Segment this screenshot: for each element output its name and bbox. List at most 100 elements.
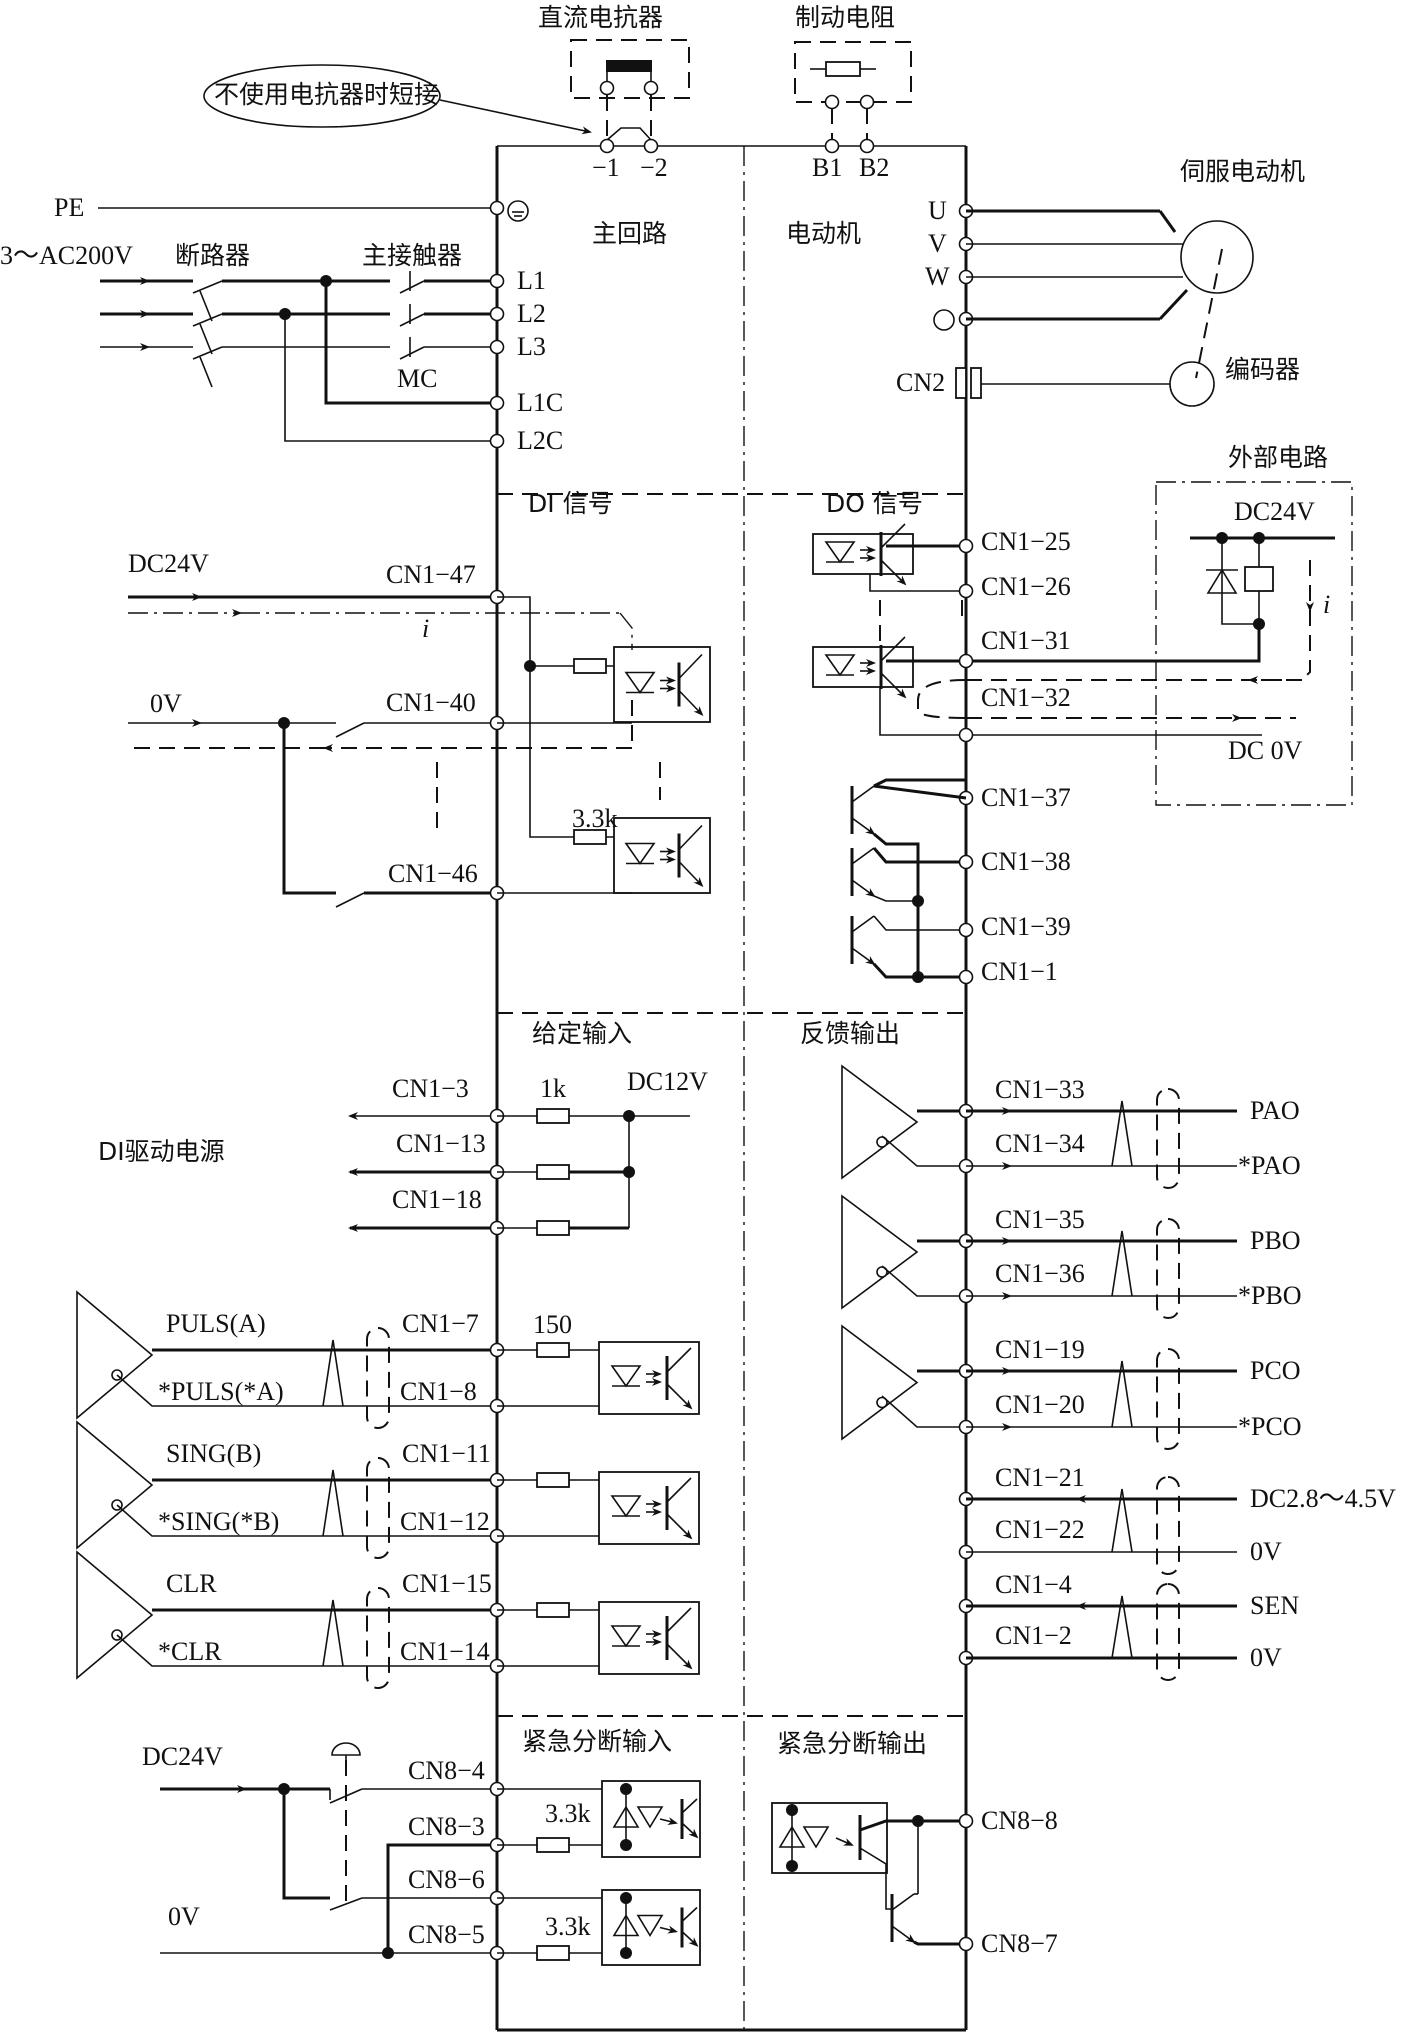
em-input-optocoupler bbox=[601, 1889, 701, 1966]
feedback-pair-labels: CN1−33CN1−34PAO*PAOCN1−35CN1−36PBO*PBOCN… bbox=[995, 1075, 1396, 1672]
pin-n-label: CN1−8 bbox=[400, 1377, 477, 1406]
pe-label: PE bbox=[54, 193, 84, 222]
di-dc24v-label: DC24V bbox=[128, 549, 209, 578]
pin-label: CN1−19 bbox=[995, 1335, 1085, 1364]
section-feedback-output: 反馈输出 bbox=[800, 1019, 900, 1048]
do-transistor-1 bbox=[850, 785, 876, 836]
pin-cn8-7: CN8−7 bbox=[981, 1929, 1058, 1958]
wire bbox=[497, 1609, 613, 1667]
motor-wire bbox=[1158, 288, 1189, 321]
shield-ellipse bbox=[1156, 1583, 1180, 1681]
feedback-driver-icon bbox=[841, 1194, 919, 1310]
em-out-wire bbox=[859, 1847, 892, 1910]
estop-contact bbox=[329, 1897, 363, 1911]
light-arrow bbox=[835, 1837, 854, 1846]
twisted-pair-mark bbox=[1111, 1230, 1133, 1297]
pin-cn1-25: CN1−25 bbox=[981, 527, 1071, 556]
section-emergency-output: 紧急分断输出 bbox=[777, 1729, 927, 1758]
led-icon bbox=[612, 1805, 640, 1828]
transistor-emitter bbox=[891, 1925, 916, 1944]
section-main-circuit: 主回路 bbox=[592, 219, 667, 248]
signal-n-label: *PAO bbox=[1238, 1151, 1301, 1180]
led-icon bbox=[610, 1625, 642, 1648]
di-power-label: DI驱动电源 bbox=[98, 1137, 225, 1166]
resistor-icon bbox=[573, 658, 607, 674]
optocoupler-frame bbox=[598, 1471, 700, 1545]
servo-motor-icon bbox=[1180, 220, 1254, 294]
phototransistor-collector bbox=[678, 824, 703, 851]
twisted-pair-mark bbox=[322, 1469, 344, 1537]
breaker-trip bbox=[199, 290, 213, 322]
pin-n-label: CN1−20 bbox=[995, 1390, 1085, 1419]
breaker-contact bbox=[192, 280, 223, 294]
do-wire bbox=[873, 832, 920, 977]
led-icon bbox=[824, 654, 856, 677]
pin-cn1-46: CN1−46 bbox=[388, 859, 478, 888]
cn1-39-terminal bbox=[958, 922, 974, 938]
junction-dot bbox=[623, 1110, 635, 1122]
phototransistor-emitter bbox=[681, 1822, 699, 1839]
do-wire bbox=[873, 784, 967, 800]
command-pair-labels: PULS(A)*PULS(*A)CN1−7CN1−8SING(B)*SING(*… bbox=[158, 1309, 492, 1666]
current-path bbox=[917, 679, 967, 719]
do-optocoupler-2 bbox=[812, 636, 914, 699]
signal-n-label: 0V bbox=[1250, 1643, 1282, 1672]
cn1-26-terminal bbox=[958, 583, 974, 599]
phototransistor-emitter bbox=[678, 689, 704, 716]
twisted-pair-mark bbox=[322, 1599, 344, 1667]
short-note-pointer bbox=[439, 99, 592, 135]
brake-terminal bbox=[824, 94, 840, 110]
phototransistor-collector bbox=[666, 1347, 692, 1373]
contactor-contact bbox=[399, 280, 425, 294]
cn8-7-terminal bbox=[958, 1936, 974, 1952]
do-wire bbox=[886, 624, 1261, 663]
signal-n-label: *PULS(*A) bbox=[158, 1377, 284, 1406]
command-optocoupler bbox=[598, 1341, 700, 1415]
brake-frame bbox=[794, 41, 912, 103]
di-common-wire bbox=[497, 596, 575, 838]
phototransistor-collector bbox=[681, 1798, 698, 1814]
cn1-31-terminal bbox=[958, 653, 974, 669]
driver-triangle bbox=[841, 1194, 919, 1310]
shield-ellipse bbox=[1156, 1088, 1180, 1189]
resistor-1k-label: 1k bbox=[540, 1074, 566, 1103]
em-input-optocoupler bbox=[601, 1780, 701, 1858]
terminal-b2-pin bbox=[859, 138, 875, 154]
phototransistor-collector bbox=[678, 653, 703, 680]
pin-n-label: CN1−14 bbox=[400, 1637, 490, 1666]
cn1-25-terminal bbox=[958, 538, 974, 554]
feedback-driver-icon bbox=[841, 1064, 919, 1180]
optocoupler-frame bbox=[613, 646, 711, 723]
signal-wire-n bbox=[116, 1504, 497, 1537]
em-out-wire bbox=[913, 1940, 966, 1946]
terminal-l1: L1 bbox=[517, 266, 546, 295]
shield-ellipse bbox=[1156, 1476, 1180, 1575]
do-wire bbox=[872, 847, 966, 864]
phototransistor-emitter bbox=[880, 672, 907, 699]
twisted-pair-mark bbox=[1111, 1488, 1133, 1553]
pin-cn1-39: CN1−39 bbox=[981, 912, 1071, 941]
driver-triangle bbox=[841, 1064, 919, 1180]
driver-triangle bbox=[841, 1324, 919, 1441]
signal-wire-n bbox=[881, 1265, 966, 1297]
light-arrow bbox=[659, 1817, 678, 1825]
pin-n-label: CN1−2 bbox=[995, 1621, 1072, 1650]
resistor-icon bbox=[536, 1837, 570, 1853]
cn8-8-terminal bbox=[958, 1813, 974, 1829]
resistor-icon bbox=[536, 1602, 570, 1618]
twisted-pair-mark bbox=[322, 1339, 344, 1407]
phototransistor-collector bbox=[666, 1477, 692, 1503]
do-wire bbox=[872, 962, 966, 979]
signal-n-label: *PCO bbox=[1238, 1412, 1302, 1441]
shield-ellipse bbox=[366, 1327, 390, 1429]
external-circuit-title: 外部电路 bbox=[1228, 443, 1328, 472]
command-driver-icon bbox=[76, 1290, 154, 1420]
current-path bbox=[619, 612, 633, 650]
pin-cn1-47: CN1−47 bbox=[386, 560, 476, 589]
di-resistor-label: 3.3k bbox=[572, 804, 618, 833]
short-jumper bbox=[606, 127, 652, 141]
do-wire bbox=[869, 574, 966, 592]
signal-wire-n bbox=[116, 1374, 497, 1407]
command-driver-icon bbox=[76, 1550, 154, 1680]
supply-label: 3～AC200V bbox=[0, 241, 133, 270]
